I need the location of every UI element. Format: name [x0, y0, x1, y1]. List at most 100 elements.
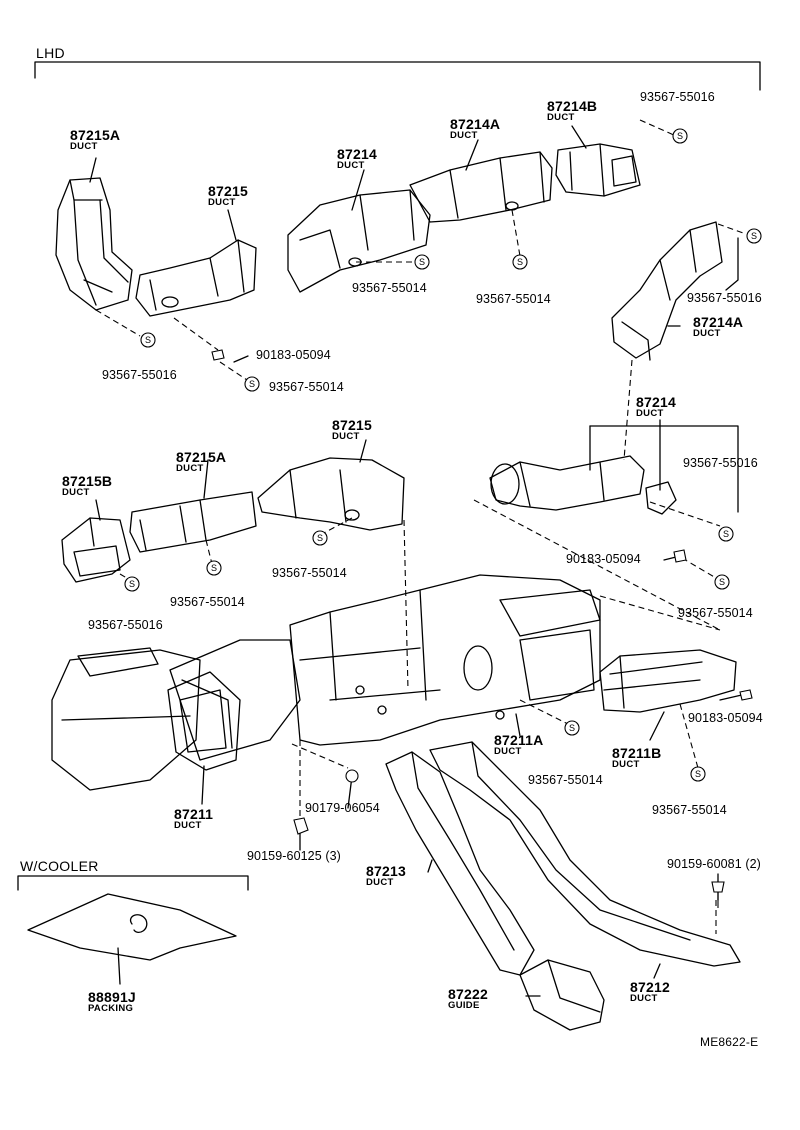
label-87214B: 87214B DUCT [547, 99, 597, 123]
part-number: 87214B [547, 98, 598, 114]
part-name: DUCT [494, 746, 522, 757]
svg-text:S: S [517, 257, 523, 267]
duct-87214B-shape [555, 143, 641, 197]
part-name: DUCT [547, 112, 575, 123]
code-93567-55016-left2: 93567-55016 [88, 618, 163, 632]
svg-text:S: S [145, 335, 151, 345]
duct-87214A-top-shape [409, 151, 553, 223]
code-90183-05094-a: 90183-05094 [256, 348, 331, 362]
svg-text:S: S [695, 769, 701, 779]
part-number: 87215 [332, 417, 372, 433]
label-87213: 87213 DUCT [366, 864, 406, 888]
part-name: DUCT [636, 408, 664, 419]
part-name: DUCT [450, 130, 478, 141]
part-number: 87215 [208, 183, 248, 199]
code-93567-55014-c: 93567-55014 [269, 380, 344, 394]
part-number: 87215A [176, 449, 227, 465]
part-number: 87222 [448, 986, 488, 1002]
part-number: 87211A [494, 732, 544, 748]
code-90159-60125: 90159-60125 (3) [247, 849, 341, 863]
part-name: DUCT [62, 487, 90, 498]
main-assembly-shape [51, 574, 601, 791]
code-93567-55016-left: 93567-55016 [102, 368, 177, 382]
svg-text:S: S [677, 131, 683, 141]
duct-87214A-right-shape [611, 221, 723, 361]
code-90183-05094-b: 90183-05094 [566, 552, 641, 566]
part-name: GUIDE [448, 1000, 480, 1011]
part-number: 87213 [366, 863, 406, 879]
label-87211A: 87211A DUCT [494, 733, 543, 757]
duct-87215-mid-shape [257, 457, 405, 531]
label-87211B: 87211B DUCT [612, 746, 661, 770]
code-93567-55016-right: 93567-55016 [687, 291, 762, 305]
part-number: 87215A [70, 127, 121, 143]
svg-text:S: S [723, 529, 729, 539]
part-number: 87214 [636, 394, 676, 410]
duct-87215B-shape [61, 517, 131, 583]
duct-87212-shape [429, 741, 741, 967]
part-number: 87214 [337, 146, 377, 162]
label-87215-mid: 87215 DUCT [332, 418, 372, 442]
svg-text:S: S [211, 563, 217, 573]
duct-87214-right-shape [489, 455, 677, 515]
duct-87215-top-shape [135, 239, 257, 317]
guide-87222-shape [519, 959, 605, 1031]
svg-text:S: S [719, 577, 725, 587]
svg-text:S: S [317, 533, 323, 543]
part-name: DUCT [176, 463, 204, 474]
part-name: DUCT [366, 877, 394, 888]
code-93567-55014-h: 93567-55014 [652, 803, 727, 817]
svg-text:S: S [249, 379, 255, 389]
label-87214A-top: 87214A DUCT [450, 117, 500, 141]
part-name: PACKING [88, 1003, 134, 1014]
part-name: DUCT [630, 993, 658, 1004]
part-name: DUCT [332, 431, 360, 442]
code-93567-55016-right2: 93567-55016 [683, 456, 758, 470]
svg-text:S: S [129, 579, 135, 589]
part-number: 87214A [693, 314, 744, 330]
label-87215A-mid: 87215A DUCT [176, 450, 226, 474]
code-93567-55014-g: 93567-55014 [528, 773, 603, 787]
label-88891J: 88891J PACKING [88, 990, 136, 1014]
label-87212: 87212 DUCT [630, 980, 670, 1004]
code-93567-55014-b: 93567-55014 [476, 292, 551, 306]
section-label-lhd: LHD [36, 45, 65, 61]
code-93567-55014-d: 93567-55014 [272, 566, 347, 580]
part-number: 87212 [630, 979, 670, 995]
duct-87215A-mid-shape [129, 491, 257, 553]
svg-text:S: S [569, 723, 575, 733]
label-87215-top: 87215 DUCT [208, 184, 248, 208]
svg-text:S: S [419, 257, 425, 267]
duct-87215A-top-shape [55, 177, 133, 311]
svg-text:S: S [751, 231, 757, 241]
part-name: DUCT [612, 759, 640, 770]
label-87211: 87211 DUCT [174, 807, 213, 831]
part-name: DUCT [693, 328, 721, 339]
label-87215B: 87215B DUCT [62, 474, 112, 498]
code-90183-05094-c: 90183-05094 [688, 711, 763, 725]
code-93567-55014-a: 93567-55014 [352, 281, 427, 295]
part-number: 87211 [174, 806, 214, 822]
duct-87211B-shape [599, 649, 737, 713]
code-93567-55016-topright: 93567-55016 [640, 90, 715, 104]
part-number: 88891J [88, 989, 136, 1005]
label-87215A-top: 87215A DUCT [70, 128, 120, 152]
part-number: 87215B [62, 473, 113, 489]
duct-87214-top-shape [287, 189, 431, 293]
part-number: 87211B [612, 745, 662, 761]
label-87214-top: 87214 DUCT [337, 147, 377, 171]
duct-87213-shape [385, 751, 535, 976]
part-name: DUCT [337, 160, 365, 171]
part-number: 87214A [450, 116, 501, 132]
code-93567-55014-e: 93567-55014 [170, 595, 245, 609]
part-name: DUCT [70, 141, 98, 152]
duct-87211-shape [167, 671, 241, 771]
cooler-section-label: W/COOLER [20, 858, 99, 874]
label-87214-right: 87214 DUCT [636, 395, 676, 419]
reference-code: ME8622-E [700, 1035, 759, 1049]
code-90159-60081: 90159-60081 (2) [667, 857, 761, 871]
code-93567-55014-f: 93567-55014 [678, 606, 753, 620]
part-name: DUCT [174, 820, 202, 831]
code-90179-06054: 90179-06054 [305, 801, 380, 815]
